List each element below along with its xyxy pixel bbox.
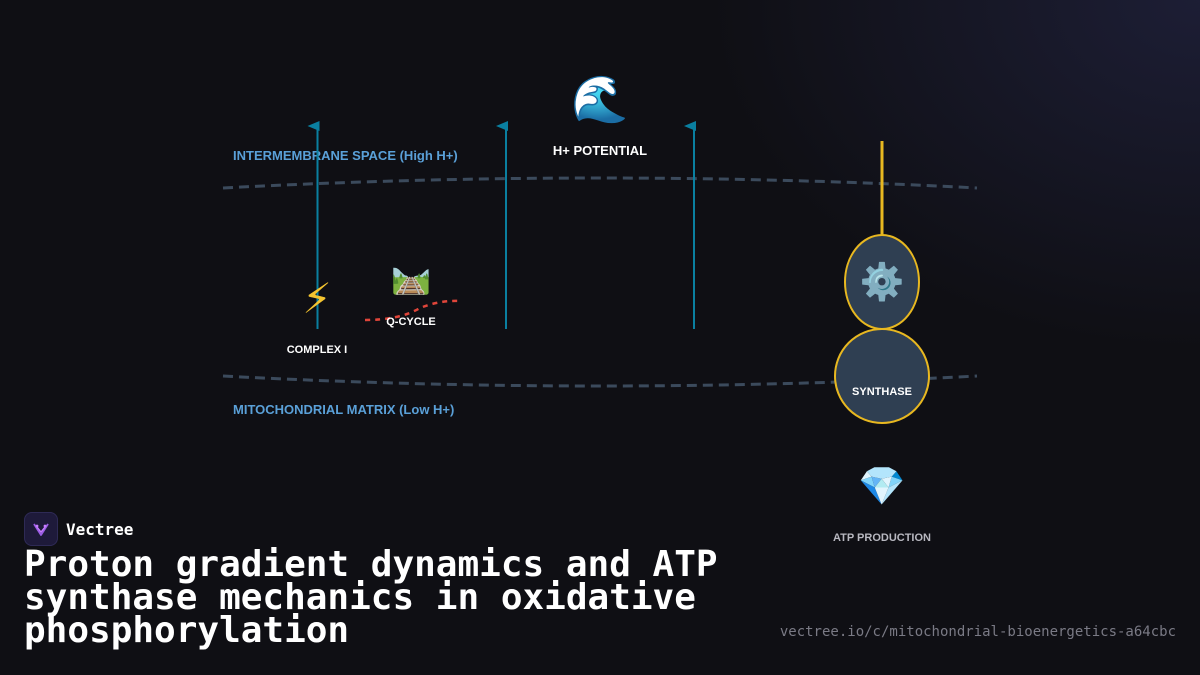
synthase-base — [834, 328, 930, 424]
intermembrane-space-label: INTERMEMBRANE SPACE (High H+) — [233, 148, 458, 163]
page-title: Proton gradient dynamics and ATP synthas… — [24, 544, 718, 651]
vectree-logo-icon — [24, 512, 58, 546]
railway-icon: 🛤️ — [391, 258, 431, 296]
h-potential-label: H+ POTENTIAL — [553, 143, 647, 158]
brand: Vectree — [24, 512, 133, 546]
wave-icon: 🌊 — [571, 72, 628, 126]
complex-i-label: COMPLEX I — [287, 344, 348, 356]
synthase-label: SYNTHASE — [852, 386, 912, 398]
lightning-icon: ⚡ — [302, 274, 332, 323]
gear-icon: ⚙️ — [860, 261, 905, 303]
atp-production-label: ATP PRODUCTION — [833, 532, 931, 544]
q-cycle-label: Q-CYCLE — [386, 316, 436, 328]
outer-membrane-boundary — [222, 176, 978, 190]
brand-name: Vectree — [66, 519, 134, 539]
source-url[interactable]: vectree.io/c/mitochondrial-bioenergetics… — [779, 624, 1176, 640]
mitochondrial-matrix-label: MITOCHONDRIAL MATRIX (Low H+) — [233, 402, 454, 417]
gem-icon: 💎 — [858, 464, 905, 508]
